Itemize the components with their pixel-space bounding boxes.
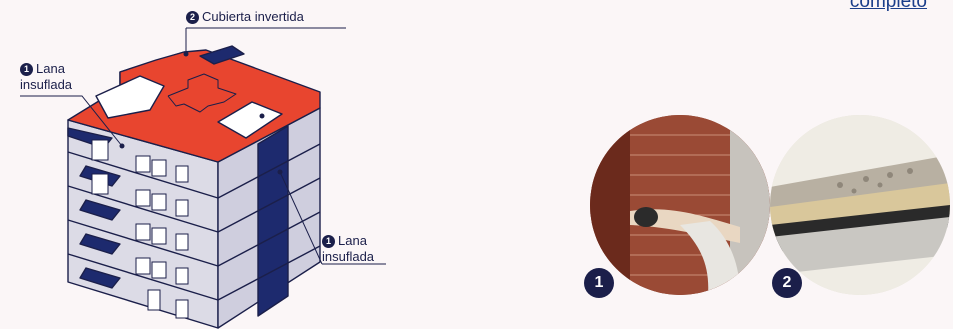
inverted-roof-photo bbox=[770, 115, 950, 295]
roof-surface bbox=[67, 49, 321, 163]
callout-number: 1 bbox=[322, 235, 335, 248]
parapet-strip-top bbox=[199, 45, 245, 65]
callout-roof-text: Cubierta invertida bbox=[202, 9, 304, 24]
roof-cross-detail bbox=[167, 73, 237, 113]
photo-2-badge: 2 bbox=[772, 268, 802, 298]
callout-number: 1 bbox=[20, 63, 33, 76]
roof-courtyard-left bbox=[95, 75, 165, 119]
roof-courtyard-right bbox=[217, 101, 283, 139]
insulation-strip-right bbox=[257, 125, 289, 317]
balcony-3 bbox=[79, 233, 121, 255]
callout-wool-left-line1: Lana bbox=[36, 61, 65, 76]
complete-guide-link[interactable]: completo bbox=[849, 0, 927, 12]
balcony-2 bbox=[79, 199, 121, 221]
wall-insulation-photo-icon bbox=[590, 115, 770, 295]
inverted-roof-photo-icon bbox=[770, 115, 950, 295]
balcony-4 bbox=[79, 267, 121, 289]
callout-wool-left-line2: insuflada bbox=[20, 77, 73, 92]
callout-line-1-left bbox=[20, 95, 123, 147]
callout-wool-right-line1: Lana bbox=[338, 233, 367, 248]
wall-insulation-photo bbox=[590, 115, 770, 295]
callout-number: 2 bbox=[186, 11, 199, 24]
photo-1-badge: 1 bbox=[584, 268, 614, 298]
callout-wool-right-line2: insuflada bbox=[322, 249, 375, 264]
